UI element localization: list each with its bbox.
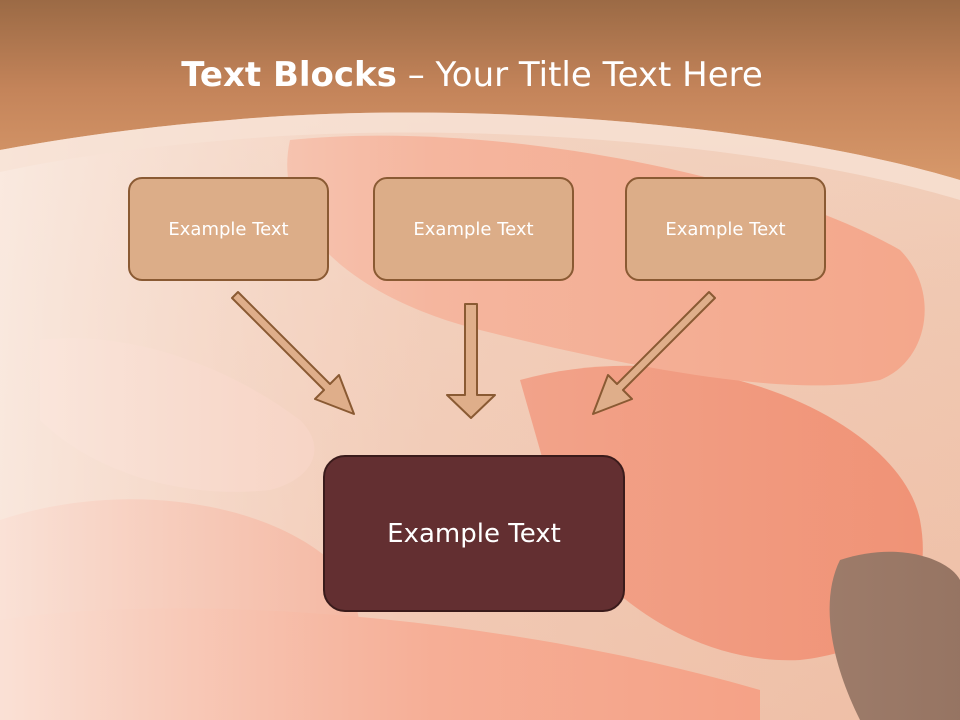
- title-rest: Your Title Text Here: [435, 55, 763, 95]
- text-block-1-label: Example Text: [168, 218, 289, 240]
- text-block-3[interactable]: Example Text: [625, 177, 826, 281]
- slide-title: Text Blocks – Your Title Text Here: [0, 52, 944, 98]
- header-band: [0, 0, 960, 180]
- header-curve: [0, 112, 960, 200]
- text-block-3-label: Example Text: [665, 218, 786, 240]
- target-block-label: Example Text: [387, 518, 561, 549]
- target-block[interactable]: Example Text: [323, 455, 625, 612]
- title-dash: –: [396, 55, 436, 95]
- text-block-2-label: Example Text: [413, 218, 534, 240]
- title-bold: Text Blocks: [181, 55, 397, 95]
- text-block-1[interactable]: Example Text: [128, 177, 329, 281]
- text-block-2[interactable]: Example Text: [373, 177, 574, 281]
